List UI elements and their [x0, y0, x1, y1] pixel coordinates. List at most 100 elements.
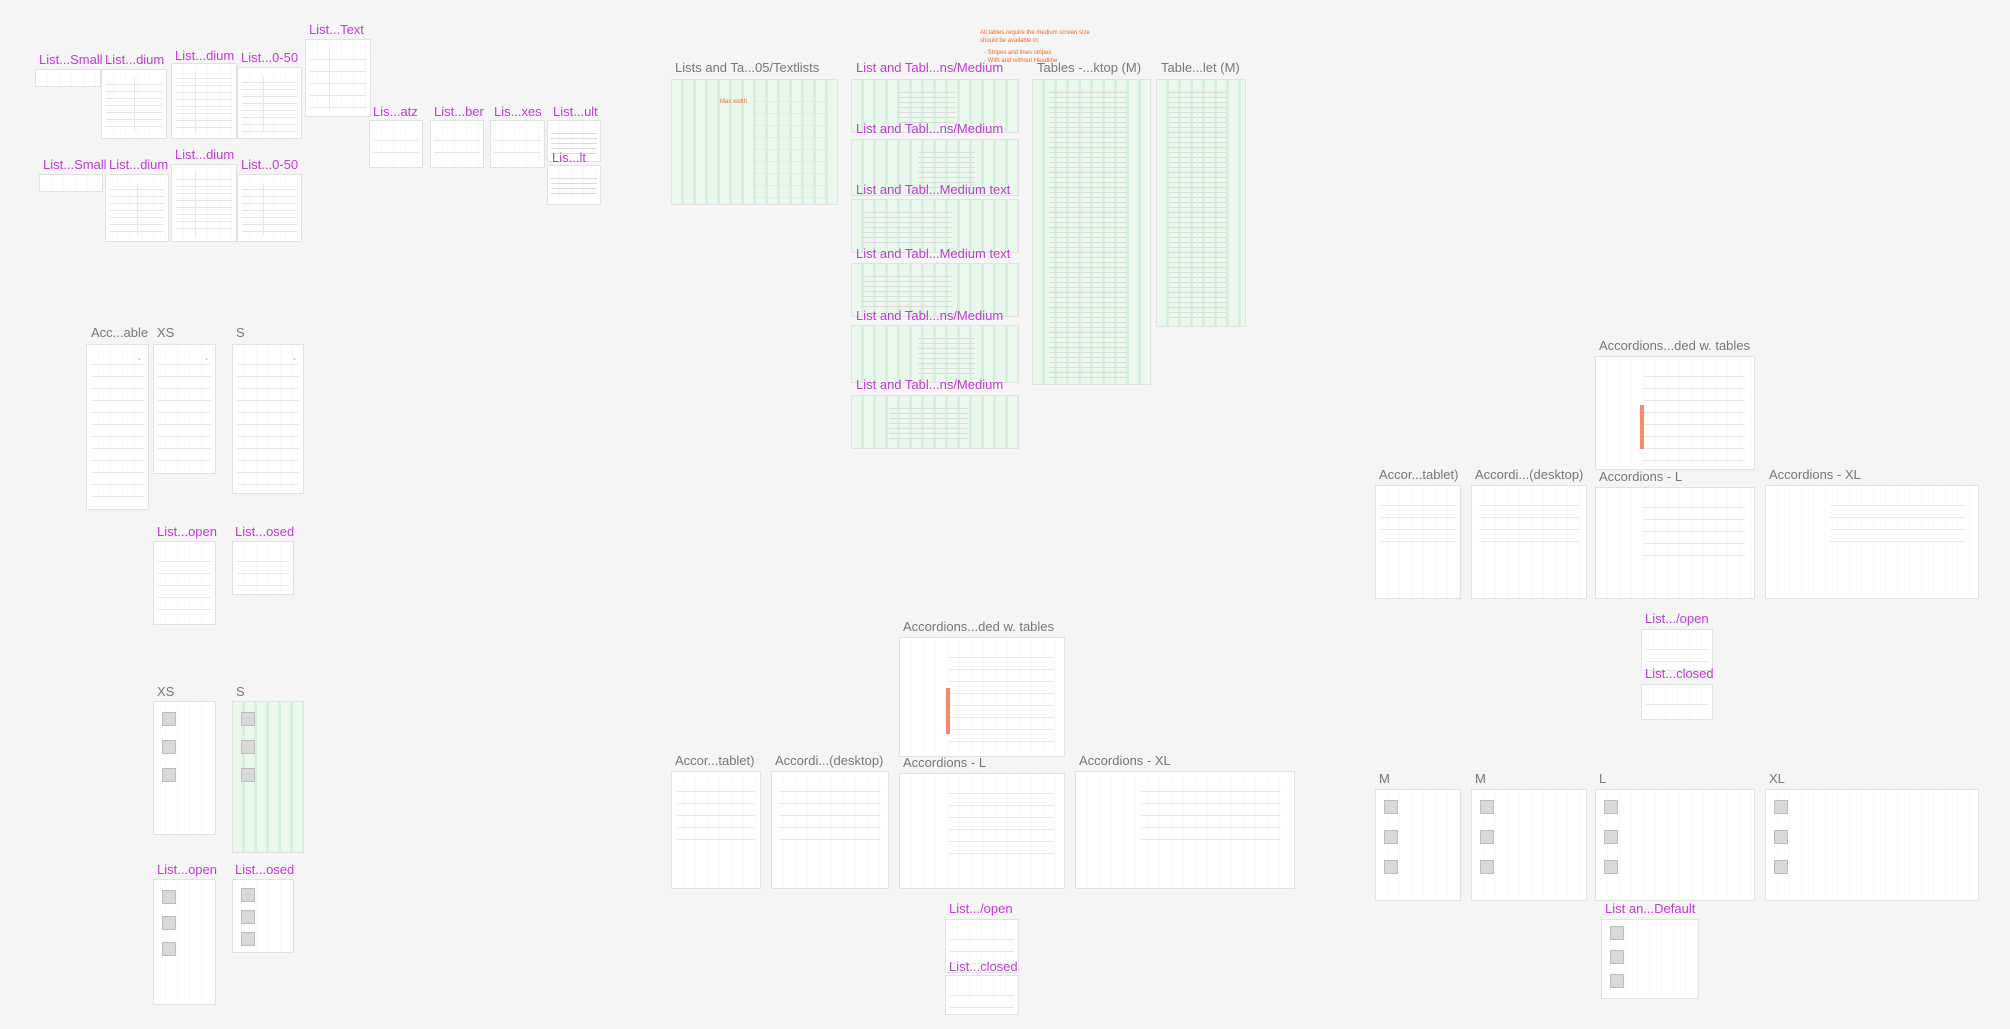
label-accordions-xl-right[interactable]: Accordions - XL [1769, 467, 1861, 482]
label-list-and-default[interactable]: List an...Default [1605, 901, 1696, 916]
label-list-medium-3[interactable]: List...dium [109, 157, 169, 172]
label-product-list-l[interactable]: L [1599, 771, 1607, 786]
frame-accordions-tables-center[interactable] [900, 638, 1064, 756]
frame-list-medium-1[interactable] [102, 70, 166, 138]
label-list-medium-2[interactable]: List...dium [175, 48, 235, 63]
label-accordions-tables-right[interactable]: Accordions...ded w. tables [1599, 338, 1751, 353]
frame-accordions-l-right[interactable] [1596, 488, 1754, 598]
label-list-and-tables-medium-4[interactable]: List and Tabl...ns/Medium [856, 377, 1004, 392]
label-accordion-tablet-center[interactable]: Accor...tablet) [675, 753, 755, 768]
label-list-open-2[interactable]: List...open [157, 862, 217, 877]
label-product-list-m-1[interactable]: M [1379, 771, 1390, 786]
frame-list-and-tables-medium-2[interactable] [852, 140, 1018, 195]
frame-list-checkboxes[interactable] [491, 121, 544, 167]
label-list-and-tables-medium-3[interactable]: List and Tabl...ns/Medium [856, 308, 1004, 323]
frame-accordion-table[interactable]: ⌄ [87, 345, 148, 509]
frame-list-default-2[interactable] [548, 166, 600, 204]
frame-accordions-xl-right[interactable] [1766, 486, 1978, 598]
frame-list-and-tables-medium-4[interactable] [852, 396, 1018, 448]
label-list-medium-4[interactable]: List...dium [175, 147, 235, 162]
label-list-small-2[interactable]: List...Small [43, 157, 107, 172]
frame-tables-desktop[interactable] [1033, 80, 1150, 384]
label-list-open-center[interactable]: List.../open [949, 901, 1013, 916]
frame-list-closed-center[interactable] [946, 976, 1018, 1014]
frame-list-and-tables-medium-3[interactable] [852, 326, 1018, 382]
frame-list-open-right[interactable] [1642, 630, 1712, 670]
label-accordion-table[interactable]: Acc...able [91, 325, 149, 340]
label-list-satz[interactable]: Lis...atz [373, 104, 418, 119]
frame-accordion-tablet-right[interactable] [1376, 486, 1460, 598]
frame-list-medium-4[interactable] [172, 165, 236, 241]
label-accordions-l-center[interactable]: Accordions - L [903, 755, 987, 770]
frame-list-small-2[interactable] [40, 175, 102, 191]
frame-list-and-default[interactable] [1602, 920, 1698, 998]
label-list-and-tables-medium-2[interactable]: List and Tabl...ns/Medium [856, 121, 1004, 136]
frame-product-list-m-2[interactable] [1472, 790, 1586, 900]
label-accordions-l-right[interactable]: Accordions - L [1599, 469, 1683, 484]
frame-list-closed-1[interactable] [233, 542, 293, 594]
frame-list-and-tables-medium-1[interactable] [852, 80, 1018, 132]
label-accordion-s-1[interactable]: S [236, 325, 245, 340]
frame-accordion-s-1[interactable]: ⌄ [233, 345, 303, 493]
label-lists-and-tables-textlists[interactable]: Lists and Ta...05/Textlists [675, 60, 820, 75]
frame-product-list-m-1[interactable] [1376, 790, 1460, 900]
label-list-closed-1[interactable]: List...osed [235, 524, 295, 539]
frame-product-list-xl[interactable] [1766, 790, 1978, 900]
label-list-and-tables-medium-text-2[interactable]: List and Tabl...Medium text [856, 246, 1011, 261]
frame-list-medium-2[interactable] [172, 64, 236, 138]
label-list-default-2[interactable]: Lis...lt [552, 150, 586, 165]
frame-list-number[interactable] [431, 121, 483, 167]
label-list-closed-right[interactable]: List...closed [1645, 666, 1714, 681]
frame-lists-and-tables-textlists[interactable]: Max width [672, 80, 837, 204]
label-accordions-tables-center[interactable]: Accordions...ded w. tables [903, 619, 1055, 634]
frame-table-tablet[interactable] [1157, 80, 1245, 326]
frame-accordions-l-center[interactable] [900, 774, 1064, 888]
label-list-closed-center[interactable]: List...closed [949, 959, 1018, 974]
frame-product-list-s[interactable] [233, 702, 303, 852]
frame-list-default-1[interactable] [548, 121, 600, 161]
label-product-list-xs[interactable]: XS [157, 684, 175, 699]
frame-list-and-tables-medium-text-2[interactable] [852, 264, 1018, 316]
frame-list-open-center[interactable] [946, 920, 1018, 972]
label-product-list-s[interactable]: S [236, 684, 245, 699]
frame-accordion-xs-1[interactable]: ⌄ [154, 345, 215, 473]
label-list-and-tables-medium-1[interactable]: List and Tabl...ns/Medium [856, 60, 1004, 75]
frame-accordion-desktop-right[interactable] [1472, 486, 1586, 598]
label-list-number[interactable]: List...ber [434, 104, 484, 119]
label-list-0-50-1[interactable]: List...0-50 [241, 50, 299, 65]
label-list-medium-1[interactable]: List...dium [105, 52, 165, 67]
frame-list-closed-2[interactable] [233, 880, 293, 952]
label-list-closed-2[interactable]: List...osed [235, 862, 295, 877]
frame-list-small-1[interactable] [36, 70, 100, 86]
label-accordion-desktop-right[interactable]: Accordi...(desktop) [1475, 467, 1584, 482]
frame-accordions-tables-right[interactable] [1596, 357, 1754, 469]
label-table-tablet[interactable]: Table...let (M) [1161, 60, 1240, 75]
label-accordion-desktop-center[interactable]: Accordi...(desktop) [775, 753, 884, 768]
frame-list-and-tables-medium-text-1[interactable] [852, 200, 1018, 252]
label-list-default-1[interactable]: List...ult [553, 104, 598, 119]
frame-list-0-50-1[interactable] [238, 68, 301, 138]
frame-list-closed-right[interactable] [1642, 685, 1712, 719]
frame-list-satz[interactable] [370, 121, 422, 167]
frame-list-medium-3[interactable] [106, 175, 168, 241]
frame-product-list-l[interactable] [1596, 790, 1754, 900]
label-accordion-tablet-right[interactable]: Accor...tablet) [1379, 467, 1459, 482]
label-product-list-xl[interactable]: XL [1769, 771, 1785, 786]
label-list-checkboxes[interactable]: Lis...xes [494, 104, 542, 119]
frame-list-open-1[interactable] [154, 542, 215, 624]
frame-accordions-xl-center[interactable] [1076, 772, 1294, 888]
label-list-0-50-2[interactable]: List...0-50 [241, 157, 299, 172]
frame-list-text[interactable] [306, 40, 370, 116]
frame-list-open-2[interactable] [154, 880, 215, 1004]
frame-accordion-tablet-center[interactable] [672, 772, 760, 888]
label-list-small-1[interactable]: List...Small [39, 52, 103, 67]
label-list-open-1[interactable]: List...open [157, 524, 217, 539]
label-list-and-tables-medium-text-1[interactable]: List and Tabl...Medium text [856, 182, 1011, 197]
frame-product-list-xs[interactable] [154, 702, 215, 834]
label-product-list-m-2[interactable]: M [1475, 771, 1486, 786]
label-accordion-xs-1[interactable]: XS [157, 325, 175, 340]
label-accordions-xl-center[interactable]: Accordions - XL [1079, 753, 1171, 768]
frame-accordion-desktop-center[interactable] [772, 772, 888, 888]
label-list-open-right[interactable]: List.../open [1645, 611, 1709, 626]
label-list-text[interactable]: List...Text [309, 22, 364, 37]
